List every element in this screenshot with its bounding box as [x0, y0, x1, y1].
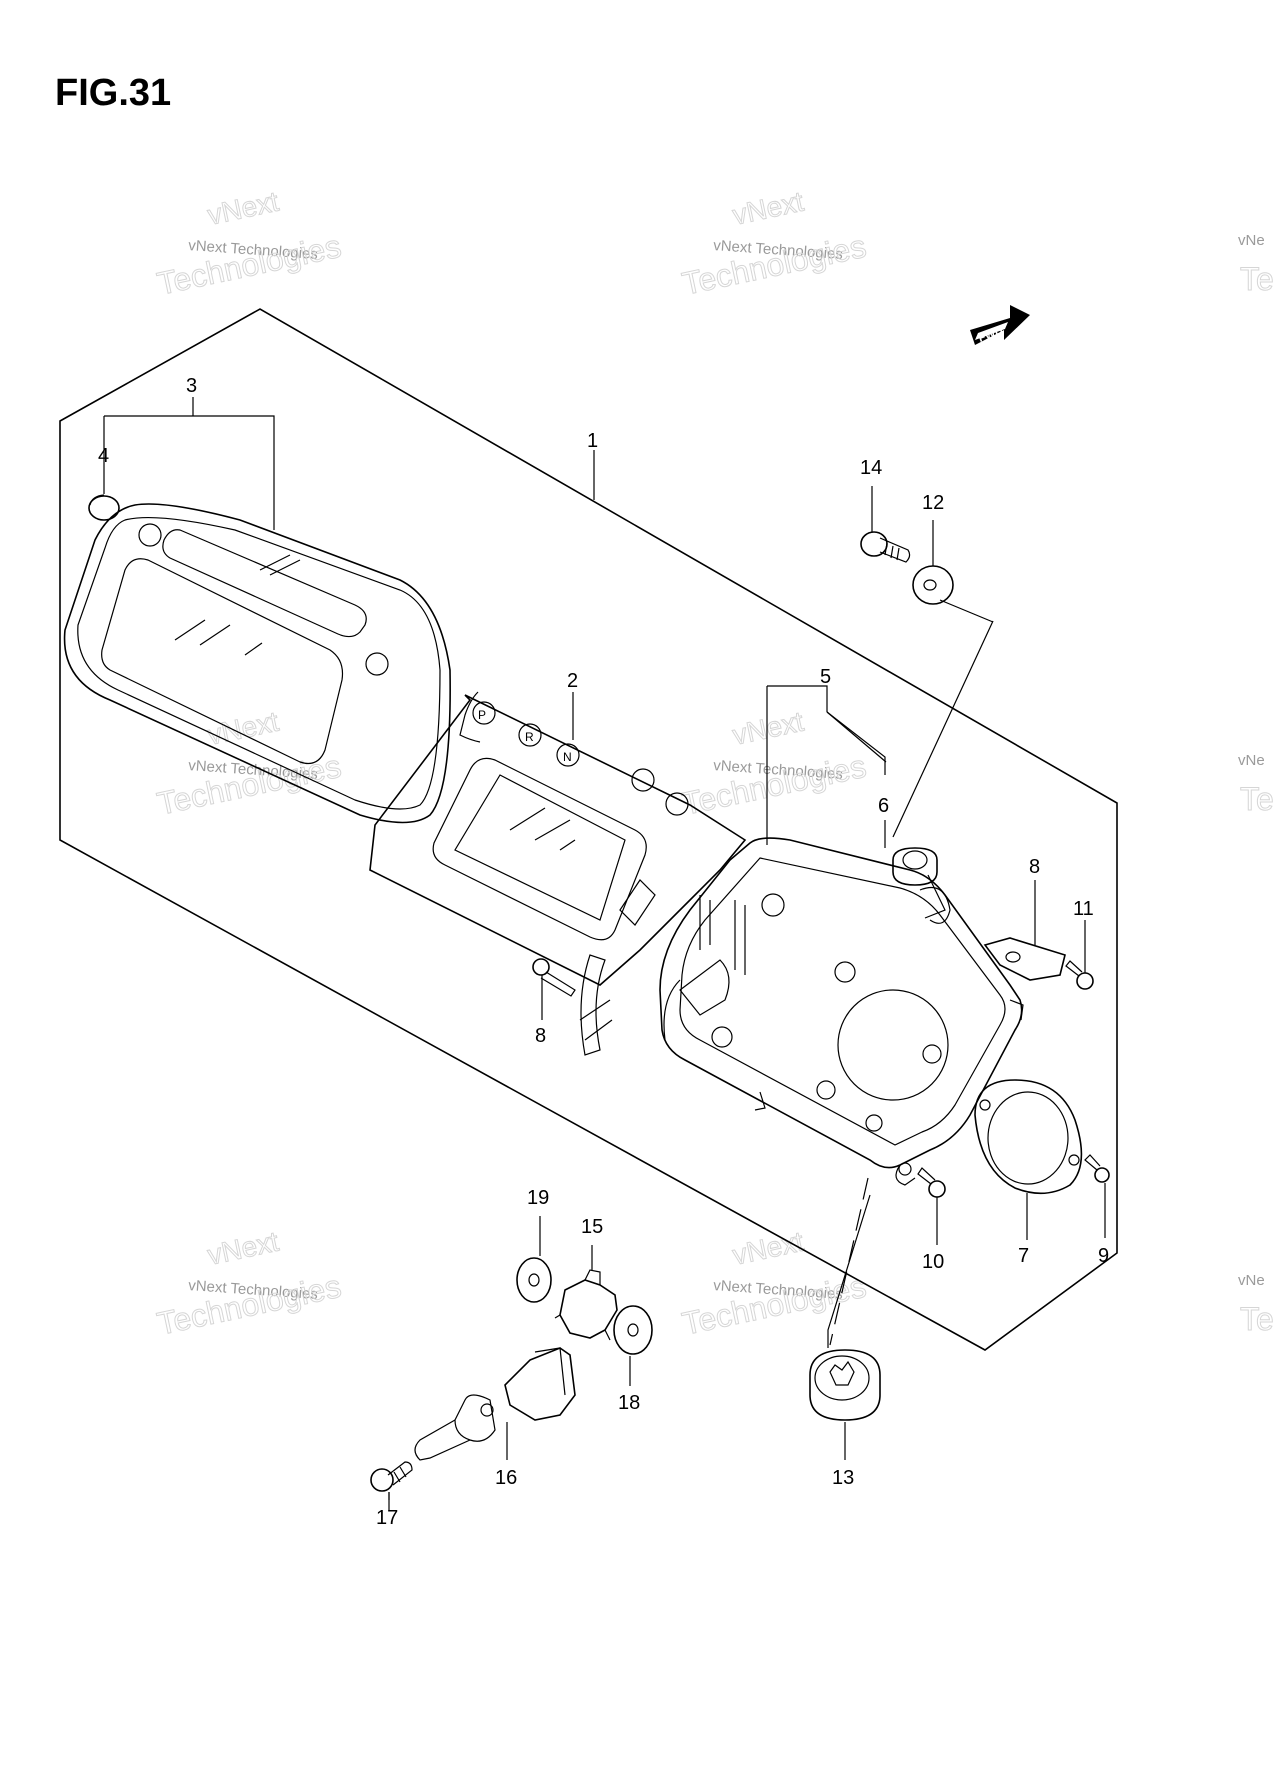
watermark-edge: vNe Te vNe Te vNe Te	[1238, 232, 1274, 1338]
bolt-part-14	[860, 531, 911, 563]
callout-2: 2	[567, 670, 578, 692]
callout-5: 5	[820, 666, 831, 688]
svg-text:Technologies: Technologies	[154, 1268, 344, 1342]
callout-7: 7	[1018, 1245, 1029, 1267]
callout-13: 13	[832, 1467, 854, 1489]
svg-text:N: N	[563, 750, 572, 764]
callout-3: 3	[186, 375, 197, 397]
callout-17: 17	[376, 1507, 398, 1529]
bolt-part-17	[370, 1461, 413, 1492]
svg-text:Technologies: Technologies	[154, 748, 344, 822]
svg-text:Technologies: Technologies	[679, 228, 869, 302]
svg-text:vNext: vNext	[205, 1226, 282, 1271]
callout-1: 1	[587, 430, 598, 452]
callout-9: 9	[1098, 1245, 1109, 1267]
indicator-panel-part: P R N	[369, 691, 747, 1056]
leader-lines	[103, 397, 1106, 1510]
screw-part-9	[1084, 1154, 1110, 1183]
svg-text:Te: Te	[1240, 781, 1274, 817]
washer-part-19	[516, 1257, 552, 1303]
svg-text:R: R	[525, 730, 534, 744]
front-cover-part	[63, 503, 451, 824]
svg-text:vNext: vNext	[205, 186, 282, 231]
svg-text:vNext: vNext	[205, 706, 282, 751]
callout-8-right: 8	[1029, 856, 1040, 878]
screw-part-11	[1065, 960, 1094, 990]
screw-part-8-left	[532, 958, 576, 997]
callout-16: 16	[495, 1467, 517, 1489]
watermark: vNext vNext Technologies Technologies	[153, 1225, 344, 1342]
callout-11: 11	[1073, 898, 1094, 920]
svg-text:P: P	[478, 708, 486, 722]
callout-12: 12	[922, 492, 944, 514]
callout-18: 18	[618, 1392, 640, 1414]
svg-text:vNext: vNext	[730, 186, 807, 231]
speed-sensor-part-16	[414, 1347, 576, 1461]
assembly-outline	[59, 308, 1118, 1351]
svg-text:Technologies: Technologies	[154, 228, 344, 302]
grommet-part-6	[892, 847, 938, 886]
svg-text:Technologies: Technologies	[679, 1268, 869, 1342]
svg-text:vNext: vNext	[730, 1226, 807, 1271]
svg-text:Te: Te	[1240, 261, 1274, 297]
screw-part-10	[917, 1167, 946, 1198]
washer-part-12	[912, 565, 954, 605]
watermark: vNext vNext Technologies Technologies	[678, 185, 869, 302]
figure-title: FIG.31	[55, 72, 172, 114]
meter-case-part	[659, 837, 1024, 1186]
svg-text:Te: Te	[1240, 1301, 1274, 1337]
grommet-part-13	[809, 1349, 881, 1421]
gear-part-15	[554, 1269, 618, 1341]
grommet-part-4	[88, 494, 120, 521]
svg-text:vNe: vNe	[1238, 1272, 1265, 1289]
callout-8-left: 8	[535, 1025, 546, 1047]
svg-text:vNe: vNe	[1238, 232, 1265, 249]
svg-text:vNe: vNe	[1238, 752, 1265, 769]
plate-part-8-right	[983, 937, 1066, 981]
watermark: vNext vNext Technologies Technologies	[153, 185, 344, 302]
svg-text:Technologies: Technologies	[679, 748, 869, 822]
callout-14: 14	[860, 457, 882, 479]
gasket-ring-part-7	[974, 1079, 1083, 1195]
callout-19: 19	[527, 1187, 549, 1209]
fwd-arrow-icon: FWD	[970, 305, 1030, 345]
callout-15: 15	[581, 1216, 603, 1238]
callout-10: 10	[922, 1251, 944, 1273]
watermark: vNext vNext Technologies Technologies	[678, 1225, 869, 1342]
svg-text:vNext: vNext	[730, 706, 807, 751]
callout-6: 6	[878, 795, 889, 817]
washer-part-18	[613, 1305, 653, 1355]
callout-labels: 1 2 3 4 5 6 7 8 8 9 10 11 12 13 14 15 16…	[98, 375, 1109, 1529]
callout-4: 4	[98, 445, 109, 467]
